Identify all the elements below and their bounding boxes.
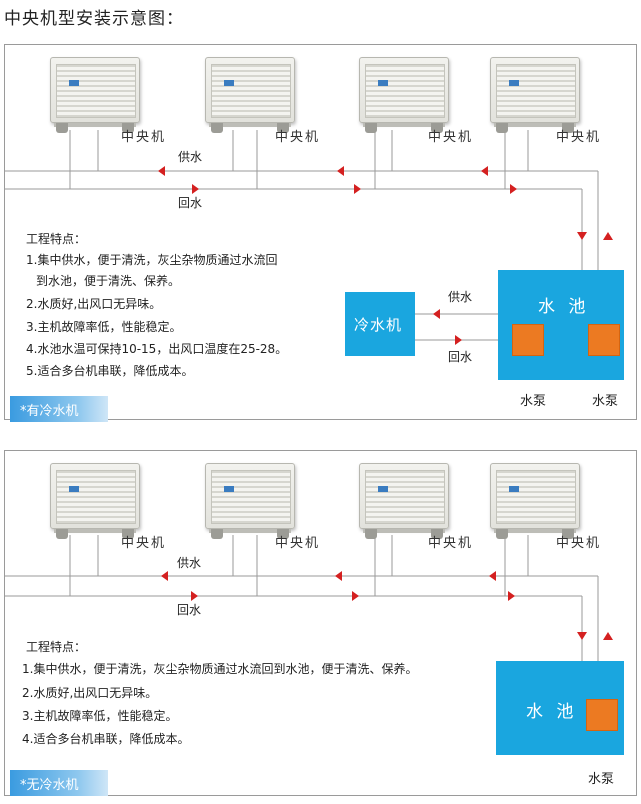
water-pump — [586, 699, 618, 731]
water-pool: 水 池 — [498, 270, 624, 380]
panel-tag: *有冷水机 — [10, 396, 108, 422]
central-unit — [359, 57, 449, 135]
pool-label: 水 池 — [538, 297, 590, 317]
pump-label: 水泵 — [588, 772, 615, 787]
arrow-up — [603, 232, 613, 240]
arrow-left — [158, 166, 165, 176]
central-unit — [205, 463, 295, 541]
features-title: 工程特点： — [26, 640, 87, 654]
unit-label: 中央机 — [556, 536, 602, 551]
page-title: 中央机型安装示意图： — [4, 9, 184, 29]
central-unit — [490, 463, 580, 541]
central-unit — [490, 57, 580, 135]
arrow-right — [354, 184, 361, 194]
arrow-left — [433, 309, 440, 319]
pool-label: 水 池 — [526, 702, 578, 722]
arrow-down — [577, 632, 587, 640]
feature-item: 1.集中供水，便于清洗，灰尘杂物质通过水流回到水池，便于清洗、保养。 — [22, 662, 418, 676]
return-label: 回水 — [177, 603, 202, 617]
arrow-left — [337, 166, 344, 176]
central-unit — [205, 57, 295, 135]
chiller-label: 冷水机 — [354, 316, 403, 334]
arrow-right — [455, 335, 462, 345]
feature-item: 1.集中供水，便于清洗，灰尘杂物质通过水流回 — [26, 253, 278, 267]
chiller-supply-label: 供水 — [448, 290, 473, 304]
arrow-right — [191, 591, 198, 601]
unit-label: 中央机 — [275, 130, 321, 145]
water-pump — [588, 324, 620, 356]
pump-label: 水泵 — [592, 394, 619, 409]
water-pool: 水 池 — [496, 661, 624, 755]
feature-item: 4.水池水温可保持10-15，出风口温度在25-28。 — [26, 342, 288, 356]
chiller-box: 冷水机 — [345, 292, 415, 356]
central-unit — [50, 57, 140, 135]
unit-label: 中央机 — [428, 130, 474, 145]
unit-label: 中央机 — [428, 536, 474, 551]
supply-label: 供水 — [178, 150, 203, 164]
central-unit — [50, 463, 140, 541]
pump-label: 水泵 — [520, 394, 547, 409]
arrow-left — [489, 571, 496, 581]
feature-item: 到水池，便于清洗、保养。 — [36, 274, 181, 288]
arrow-right — [510, 184, 517, 194]
unit-label: 中央机 — [121, 536, 167, 551]
arrow-left — [481, 166, 488, 176]
supply-label: 供水 — [177, 556, 202, 570]
return-label: 回水 — [178, 196, 203, 210]
central-unit — [359, 463, 449, 541]
chiller-return-label: 回水 — [448, 350, 473, 364]
unit-label: 中央机 — [121, 130, 167, 145]
unit-label: 中央机 — [275, 536, 321, 551]
arrow-right — [508, 591, 515, 601]
feature-item: 2.水质好,出风口无异味。 — [26, 297, 162, 311]
arrow-up — [603, 632, 613, 640]
arrow-right — [192, 184, 199, 194]
feature-item: 5.适合多台机串联，降低成本。 — [26, 364, 194, 378]
arrow-down — [577, 232, 587, 240]
arrow-left — [335, 571, 342, 581]
arrow-right — [352, 591, 359, 601]
features-title: 工程特点： — [26, 232, 87, 246]
water-pump — [512, 324, 544, 356]
unit-label: 中央机 — [556, 130, 602, 145]
panel-tag: *无冷水机 — [10, 770, 108, 796]
feature-item: 3.主机故障率低，性能稳定。 — [22, 709, 178, 723]
feature-item: 3.主机故障率低，性能稳定。 — [26, 320, 182, 334]
feature-item: 4.适合多台机串联，降低成本。 — [22, 732, 190, 746]
arrow-left — [161, 571, 168, 581]
feature-item: 2.水质好,出风口无异味。 — [22, 686, 158, 700]
